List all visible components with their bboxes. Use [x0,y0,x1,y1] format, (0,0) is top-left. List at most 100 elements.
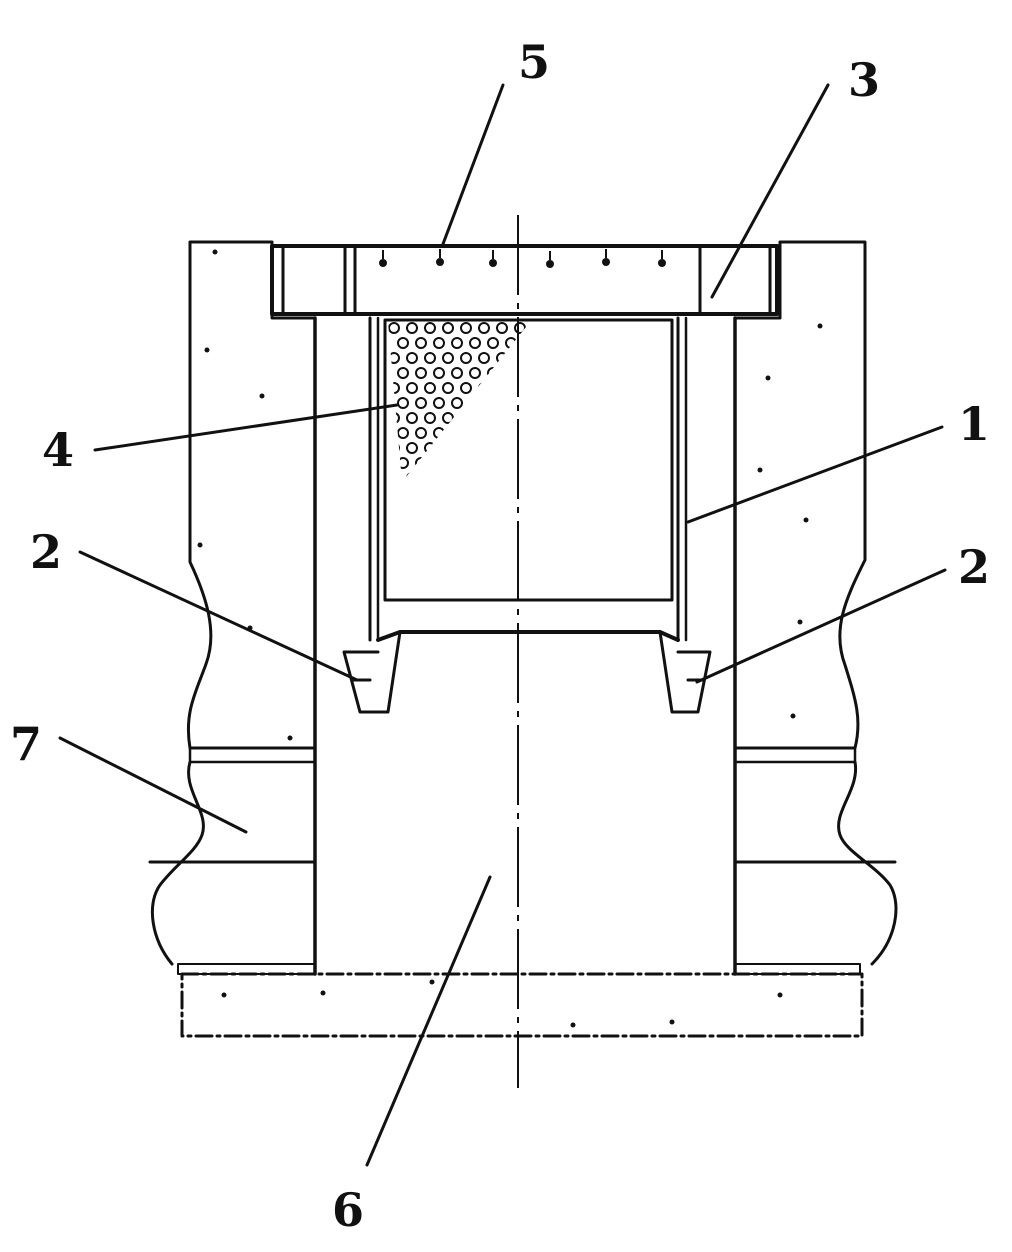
label-3: 3 [848,53,880,107]
label-6: 6 [332,1183,364,1237]
filter-granule [542,458,552,468]
filter-granule [478,352,490,364]
filter-granule [523,457,530,469]
filter-granule [496,412,508,424]
filter-granule [397,337,409,349]
filter-granule [424,442,436,454]
filter-granule [388,382,400,394]
filter-granule [397,427,409,439]
filter-granule [397,457,409,469]
filter-granule [514,322,526,334]
filter-granule [469,427,481,439]
label-7: 7 [10,717,42,771]
filter-granule [514,472,526,482]
filter-granule [514,442,526,454]
filter-granule [487,427,499,439]
filter-granule [505,427,517,439]
filter-granule [505,457,517,469]
filter-granule [469,367,481,379]
label-4: 4 [42,423,74,477]
filter-granule [460,382,472,394]
filter-granule [478,382,490,394]
filter-granule [397,397,409,409]
filter-granule [496,382,508,394]
central-shaft [313,316,737,976]
filter-granule [433,367,445,379]
filter-granule [406,472,418,482]
filter-granule [451,337,463,349]
filter-granule [460,322,472,334]
filter-granule [415,367,427,379]
filter-granule [533,413,543,423]
left-wall [186,240,317,750]
filter-granule [523,337,530,349]
filter-granule [433,457,445,469]
top-frame [270,244,779,316]
callout-labels: 5 3 4 1 2 2 7 6 [10,35,990,1237]
filter-granule [542,368,552,378]
filter-granule [406,412,418,424]
filter-granule [415,397,427,409]
filter-granule [460,352,472,364]
filter-granule [424,322,436,334]
filter-granule [514,412,526,424]
filter-granule [533,323,543,333]
filter-granule [478,322,490,334]
filter-granule [442,352,454,364]
filter-granule [388,472,400,482]
filter-granule [542,338,552,348]
filter-granule [406,442,418,454]
filter-granule [433,427,445,439]
filter-granule [505,367,517,379]
label-2-left: 2 [30,525,62,579]
filter-granule [451,397,463,409]
filter-granule [487,457,499,469]
filter-granule [433,337,445,349]
filter-granule [496,442,508,454]
filter-granule [469,397,481,409]
lower-bulge-walls [148,760,898,966]
filter-granule [542,398,552,408]
filter-granule [523,397,530,409]
filter-granule [533,383,543,393]
filter-granule [542,428,552,438]
right-wall [733,240,867,750]
filter-granule [523,367,530,379]
filter-granule [478,442,490,454]
filter-granule [451,367,463,379]
filter-granule [442,382,454,394]
filter-granule [514,352,526,364]
filter-granule [451,427,463,439]
grate-cover [379,249,666,268]
filter-granule [487,367,499,379]
filter-granule [469,457,481,469]
filter-granule [424,472,436,482]
filter-granule [460,472,472,482]
filter-granule [460,412,472,424]
filter-media [388,322,552,482]
filter-granule [397,367,409,379]
filter-granule [406,322,418,334]
filter-granule [415,427,427,439]
filter-granule [451,457,463,469]
filter-granule [442,322,454,334]
filter-granule [496,352,508,364]
filter-granule [478,412,490,424]
filter-granule [478,472,490,482]
inner-basket [342,316,712,714]
filter-granule [523,427,530,439]
filter-granule [514,382,526,394]
filter-granule [460,442,472,454]
filter-granule [487,337,499,349]
filter-granule [415,457,427,469]
filter-granule [388,412,400,424]
filter-granule [424,382,436,394]
filter-granule [406,382,418,394]
filter-granule [487,397,499,409]
filter-granule [424,352,436,364]
filter-granule [505,337,517,349]
filter-granule [442,472,454,482]
filter-granule [496,472,508,482]
filter-granule [424,412,436,424]
